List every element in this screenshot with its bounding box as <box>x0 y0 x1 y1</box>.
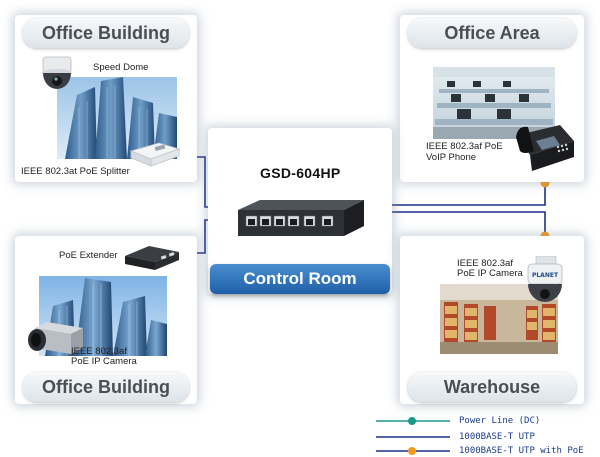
panel-office-building-top: Office Building Speed Dome IEEE 802.3at … <box>15 15 197 182</box>
legend-swatch-power-line <box>376 417 450 425</box>
poe-extender-label: PoE Extender <box>59 250 118 261</box>
voip-phone-icon <box>516 125 574 171</box>
speed-dome-camera-icon <box>42 56 72 89</box>
warehouse-camera-label-line1: IEEE 802.3af <box>457 258 513 269</box>
office-building-image <box>57 77 177 159</box>
gsd-604hp-switch-icon <box>238 200 364 236</box>
camera-brand-label: PLANET <box>532 272 559 279</box>
panel-title: Office Building <box>23 372 189 402</box>
panel-title: Warehouse <box>408 372 576 402</box>
panel-office-area: Office Area IEEE 802.3af PoE VoIP Phone <box>400 15 584 182</box>
poe-splitter-label: IEEE 802.3at PoE Splitter <box>21 166 130 177</box>
legend-item-power-line: Power Line (DC) <box>374 415 600 427</box>
panel-office-building-bottom: PoE Extender IEEE 802.3af PoE IP Camera … <box>15 236 197 404</box>
ip-camera-icon <box>28 322 83 354</box>
legend-label: 1000BASE-T UTP <box>459 432 535 442</box>
legend-swatch-utp-poe <box>376 447 450 455</box>
panel-control-room: GSD-604HP Control Room <box>208 128 392 294</box>
utp-line-top-right <box>362 183 546 206</box>
warehouse-speed-dome-icon: PLANET <box>527 256 563 302</box>
ip-camera-label-line2: PoE IP Camera <box>71 356 137 367</box>
panel-title: Office Area <box>408 18 576 48</box>
office-area-image <box>433 67 555 139</box>
warehouse-camera-label-line2: PoE IP Camera <box>457 268 523 279</box>
legend-item-utp-poe: 1000BASE-T UTP with PoE <box>374 445 600 457</box>
voip-phone-label-line1: IEEE 802.3af PoE <box>426 141 503 152</box>
legend-label: Power Line (DC) <box>459 416 541 426</box>
panel-warehouse: IEEE 802.3af PoE IP Camera PLANET Wareho… <box>400 236 584 404</box>
switch-model-label: GSD-604HP <box>260 165 341 181</box>
control-room-label: Control Room <box>210 264 390 294</box>
legend-item-utp: 1000BASE-T UTP <box>374 431 600 443</box>
legend-label: 1000BASE-T UTP with PoE <box>459 446 584 456</box>
speed-dome-label: Speed Dome <box>93 62 149 73</box>
panel-title: Office Building <box>23 18 189 48</box>
utp-line-bottom-right <box>362 211 546 236</box>
ip-camera-label-line1: IEEE 802.3af <box>71 346 127 357</box>
legend-swatch-utp <box>376 436 450 438</box>
poe-splitter-icon <box>129 142 181 167</box>
voip-phone-label-line2: VoIP Phone <box>426 152 477 163</box>
poe-extender-icon <box>125 246 179 270</box>
